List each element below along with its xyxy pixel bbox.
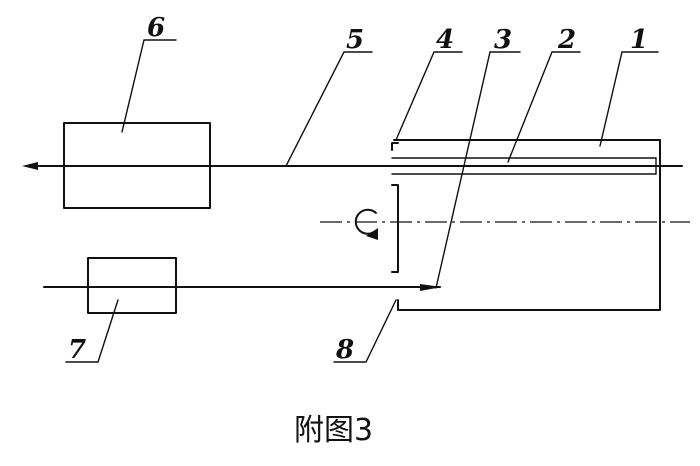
label-4: 4 — [436, 25, 454, 55]
leader-2 — [507, 51, 581, 163]
end-plate — [391, 184, 399, 273]
figure-caption: 附图3 — [294, 413, 373, 448]
nozzle-3 — [420, 284, 442, 291]
label-8: 8 — [335, 335, 354, 365]
component-7-box — [87, 257, 177, 314]
leader-3 — [435, 51, 521, 289]
label-6: 6 — [147, 13, 165, 43]
component-1-housing — [393, 139, 661, 311]
leader-5 — [285, 51, 373, 167]
leader-1 — [599, 51, 659, 147]
leader-6 — [121, 39, 177, 133]
rotation-arrow-icon — [354, 208, 377, 235]
label-2: 2 — [557, 25, 576, 55]
label-3: 3 — [494, 25, 512, 55]
rotation-arrowhead — [366, 228, 378, 240]
leader-7 — [65, 299, 119, 363]
label-7: 7 — [68, 335, 86, 365]
leader-4 — [395, 51, 463, 141]
component-4-bracket — [391, 142, 399, 151]
arrow-left-icon — [22, 162, 38, 170]
label-5: 5 — [346, 25, 364, 55]
leader-8 — [333, 299, 397, 363]
label-1: 1 — [630, 25, 648, 55]
